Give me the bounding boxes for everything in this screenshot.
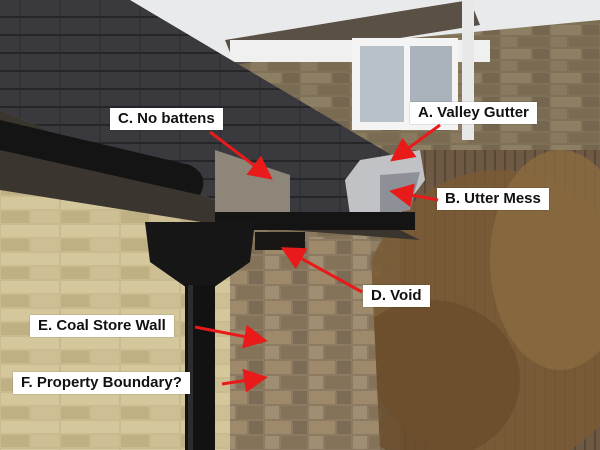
label-no-battens: C. No battens	[110, 108, 223, 130]
label-utter-mess: B. Utter Mess	[437, 188, 549, 210]
label-coal-store-wall: E. Coal Store Wall	[30, 315, 174, 337]
label-valley-gutter: A. Valley Gutter	[410, 102, 537, 124]
label-void: D. Void	[363, 285, 430, 307]
label-property-boundary: F. Property Boundary?	[13, 372, 190, 394]
